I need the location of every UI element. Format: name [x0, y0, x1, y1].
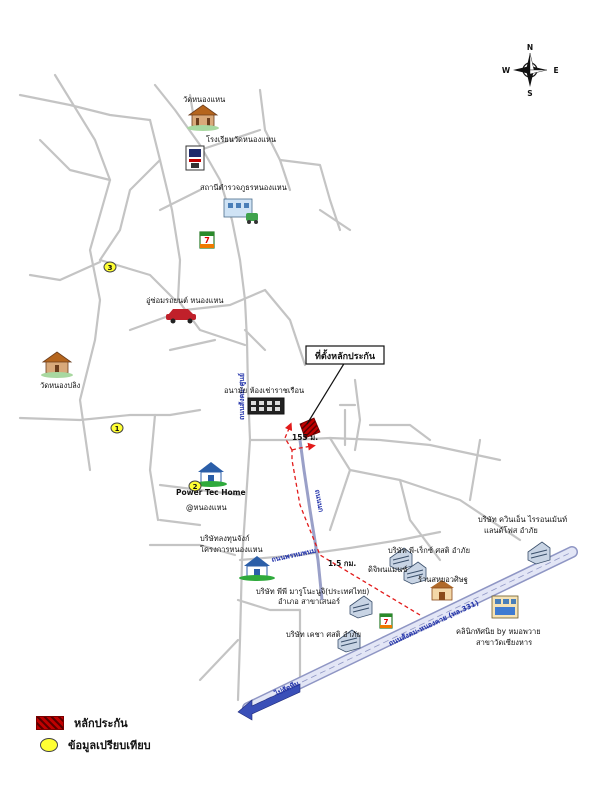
temple-nongkhae-icon — [187, 104, 219, 131]
svg-text:7: 7 — [384, 618, 389, 626]
collateral-callout: ที่ตั้งหลักประกัน — [305, 345, 385, 365]
legend-comparable: ข้อมูลเปรียบเทียบ — [36, 734, 151, 756]
label-temple-west: วัดหนองปลิง — [40, 381, 81, 390]
legend-collateral-label: หลักประกัน — [74, 717, 128, 730]
label-clinic-2: สาขาวัดเซียงหาร — [476, 638, 532, 647]
compass-north: N — [527, 43, 533, 52]
seven-eleven-north-icon: 7 — [199, 231, 215, 249]
compass-west: W — [502, 66, 511, 75]
highway-direction-arrow: ไปสัตหีบ — [237, 679, 301, 721]
label-temple-nongkhae: วัดหนองแหน — [183, 95, 225, 104]
clinic-icon — [491, 595, 519, 619]
label-power-tec-2: @หนองแหน — [186, 503, 227, 512]
local-roads — [18, 73, 522, 702]
map-legend: หลักประกัน ข้อมูลเปรียบเทียบ — [36, 712, 151, 756]
label-company-b: บริษัท เคชา ศสติ อำภัย — [286, 630, 361, 639]
label-power-tec-1: Power Tec Home — [176, 488, 246, 497]
svg-text:7: 7 — [204, 236, 210, 245]
distance-1-5km: 1.5 กม. — [328, 559, 356, 568]
collateral-swatch-icon — [36, 716, 64, 730]
shop-icon — [403, 561, 427, 585]
label-company-d-2: แลนด์โฟส อำภัย — [484, 526, 538, 535]
temple-west-icon — [41, 351, 73, 378]
distance-155m: 155 ม. — [292, 433, 318, 442]
main-highway-label: ถนนสังคม-หนองคาย (ทล.331) — [387, 599, 480, 648]
main-highway — [242, 546, 578, 714]
label-company-d-1: บริษัท ควินเอ็น ไรรอนเม้นท์ — [478, 514, 567, 524]
compass-south: S — [527, 89, 532, 98]
label-apartment: อนามัย ห้องเช่าราชเรือน — [224, 386, 304, 395]
seven-eleven-south-icon: 7 — [379, 613, 393, 629]
comparable-swatch-icon — [40, 738, 58, 752]
marker-2-label: 2 — [193, 483, 198, 491]
compass-rose: N S E W — [502, 43, 559, 98]
comparable-marker-2: 2 — [188, 480, 202, 492]
label-company-a-2: อำเภอ สาขาเสนอร์ — [278, 597, 340, 606]
label-police: สถานีตำรวจภูธรหนองแหน — [200, 183, 287, 192]
marker-1-label: 1 — [115, 425, 120, 433]
compass-east: E — [553, 66, 558, 75]
comparable-marker-3: 3 — [103, 261, 117, 273]
label-garage: อู่ซ่อมรถยนต์ หนองแหน — [146, 296, 224, 305]
collateral-plot — [299, 361, 346, 439]
vertical-soi-road — [298, 439, 324, 601]
store-icon — [430, 580, 454, 601]
apartment-icon — [247, 397, 285, 415]
label-clinic-1: คลินิกทัศนิย by หมอพวาย — [456, 627, 541, 636]
school-icon — [185, 145, 205, 171]
callout-label: ที่ตั้งหลักประกัน — [315, 349, 376, 362]
label-shop-1: ดิจิพนแมนซ์ — [368, 565, 407, 574]
label-shop-2: ร้านสหยอวศิษฐ — [418, 575, 468, 584]
car-icon — [166, 309, 196, 324]
legend-collateral: หลักประกัน — [36, 712, 151, 734]
comparable-marker-1: 1 — [110, 422, 124, 434]
company-b-icon — [337, 629, 361, 653]
company-a-icon — [349, 595, 373, 619]
label-project-1: บริษัทลงทุนจังก์ — [200, 534, 250, 543]
marker-3-label: 3 — [108, 264, 113, 272]
power-tec-home-icon — [195, 462, 227, 487]
soi-road-label: ถนนนก — [313, 489, 325, 513]
side-road-label: ถนนพรหมพนม — [271, 547, 317, 564]
legend-comparable-label: ข้อมูลเปรียบเทียบ — [68, 739, 151, 752]
label-school: โรงเรียนวัดหนองแหน — [206, 135, 276, 144]
project-nongkhae-icon — [239, 556, 275, 581]
label-company-a-1: บริษัท พีพี มารูโนะนูจิ(ประเทศไทย) — [256, 587, 369, 596]
company-d-icon — [527, 541, 551, 565]
police-station-icon — [223, 198, 258, 224]
vertical-road-label: ถนนสังคม-ศูนย์ — [237, 373, 247, 420]
route-line — [284, 422, 421, 616]
label-company-c: บริษัท พี-เร็กซ์ ศสติ อำภัย — [388, 545, 470, 555]
label-project-2: โครงการหนองแหน — [200, 545, 263, 554]
